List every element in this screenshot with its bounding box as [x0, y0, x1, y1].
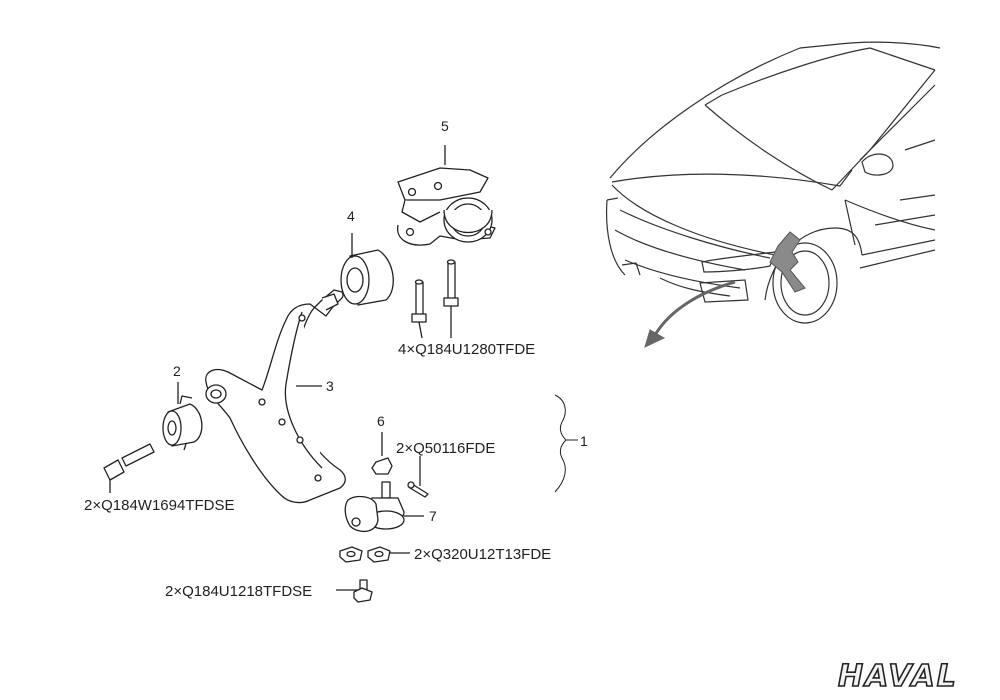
callout-3: 3	[326, 378, 334, 394]
cotter-pin	[407, 456, 429, 498]
locator-arrow	[653, 280, 736, 336]
callout-7: 7	[429, 508, 437, 524]
locator-arrowhead	[644, 329, 666, 348]
fastener-bracket-bolts: 4×Q184U1280TFDE	[398, 341, 535, 358]
callout-2: 2	[173, 363, 181, 379]
rear-bracket	[397, 145, 496, 246]
bracket-bolts	[411, 259, 459, 339]
callout-4: 4	[347, 208, 355, 224]
front-bushing	[162, 382, 203, 451]
assembly-bracket	[554, 394, 567, 493]
callout-1: 1	[580, 433, 588, 449]
callout-6: 6	[377, 413, 385, 429]
balljoint-nuts	[339, 546, 410, 563]
front-bushing-bolt	[103, 443, 155, 493]
callout-5: 5	[441, 118, 449, 134]
fastener-balljoint-bolts: 2×Q184U1218TFDSE	[165, 583, 312, 600]
fastener-cotter-pin: 2×Q50116FDE	[396, 440, 495, 457]
haval-logo: HAVAL	[838, 659, 958, 694]
rear-bushing	[340, 233, 394, 306]
lower-control-arm	[205, 289, 346, 504]
ball-joint	[344, 481, 424, 532]
fastener-balljoint-nuts: 2×Q320U12T13FDE	[414, 546, 551, 563]
vehicle-locator	[606, 41, 941, 324]
highlight-arm-location	[769, 231, 806, 293]
fastener-bushing-bolt: 2×Q184W1694TFDSE	[84, 497, 235, 514]
balljoint-bolt	[336, 579, 373, 603]
castle-nut	[371, 432, 393, 475]
